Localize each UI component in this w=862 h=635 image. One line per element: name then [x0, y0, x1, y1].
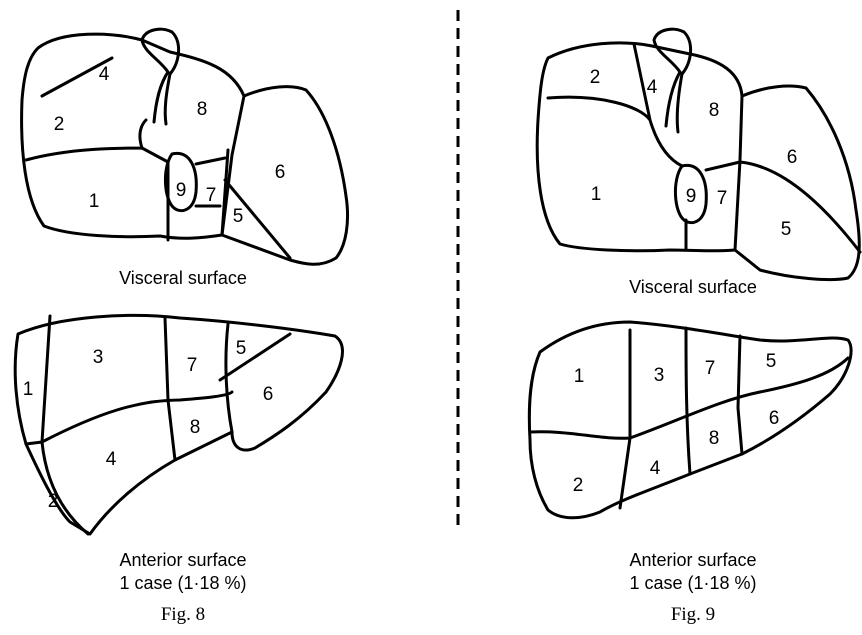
- fig9-anterior-seg-8: 4: [650, 458, 661, 479]
- fig8-visceral-seg-6: 9: [176, 180, 187, 201]
- fig9-anterior-seg-2: 3: [654, 365, 665, 386]
- fig8-anterior-seg-5: 6: [263, 384, 274, 405]
- fig9-visceral-seg-6: 9: [686, 186, 697, 207]
- fig8-visceral-seg-4: 6: [275, 162, 286, 183]
- fig9-visceral-seg-5: 1: [591, 184, 602, 205]
- fig8-visceral-seg-7: 7: [206, 185, 217, 206]
- fig8-anterior-seg-4: 1: [23, 379, 34, 400]
- fig9-anterior-seg-4: 5: [766, 351, 777, 372]
- fig8-anterior-seg-7: 4: [106, 449, 117, 470]
- fig8-anterior-seg-3: 5: [236, 338, 247, 359]
- fig9-anterior-seg-5: 6: [769, 408, 780, 429]
- fig9-visceral-seg-8: 5: [781, 219, 792, 240]
- fig9-anterior-seg-1: 1: [574, 366, 585, 387]
- fig8-visceral-seg-2: 8: [197, 99, 208, 120]
- fig8-anterior-divisions: [26, 316, 290, 534]
- fig8-label: Fig. 8: [161, 604, 205, 625]
- fig8-anterior-surface: 3 7 5 1 6 8 4 2: [15, 315, 342, 534]
- fig9-visceral-seg-3: 8: [709, 100, 720, 121]
- fig9-anterior-seg-7: 2: [573, 475, 584, 496]
- fig9-anterior-caption: Anterior surface: [629, 550, 756, 570]
- fig8-case-caption: 1 case (1·18 %): [119, 573, 246, 593]
- fig8-visceral-seg-5: 1: [89, 191, 100, 212]
- fig8-visceral-divisions: [26, 58, 290, 258]
- fig8-anterior-seg-8: 2: [48, 491, 59, 512]
- fig8-visceral-seg-1: 4: [99, 64, 110, 85]
- fig9-visceral-seg-4: 6: [787, 147, 798, 168]
- fig8-visceral-seg-3: 2: [54, 114, 65, 135]
- fig9-visceral-seg-1: 2: [590, 67, 601, 88]
- fig8-visceral-caption: Visceral surface: [119, 268, 247, 288]
- fig9-visceral-surface: 2 4 8 6 1 9 7 5: [537, 29, 860, 279]
- fig9-visceral-seg-7: 7: [717, 188, 728, 209]
- fig9-visceral-caption: Visceral surface: [629, 277, 757, 297]
- fig9-case-caption: 1 case (1·18 %): [629, 573, 756, 593]
- fig8-visceral-seg-8: 5: [233, 206, 244, 227]
- fig8-visceral-surface: 4 8 2 6 1 9 7 5: [22, 29, 348, 264]
- fig8-anterior-seg-6: 8: [190, 417, 201, 438]
- fig9-anterior-seg-6: 8: [709, 428, 720, 449]
- fig8-anterior-caption: Anterior surface: [119, 550, 246, 570]
- fig9-label: Fig. 9: [671, 604, 715, 625]
- fig8-anterior-outline: [15, 315, 342, 534]
- fig9-gallbladder-outline: [654, 29, 691, 132]
- fig9-anterior-surface: 1 3 7 5 6 8 2 4: [529, 322, 851, 518]
- fig9-visceral-seg-2: 4: [647, 77, 658, 98]
- fig9-anterior-seg-3: 7: [705, 358, 716, 379]
- fig8-visceral-left-lobe-outline: [22, 34, 244, 238]
- fig8-anterior-seg-1: 3: [93, 347, 104, 368]
- fig8-anterior-seg-2: 7: [187, 355, 198, 376]
- fig9-visceral-right-lobe-outline: [735, 86, 859, 280]
